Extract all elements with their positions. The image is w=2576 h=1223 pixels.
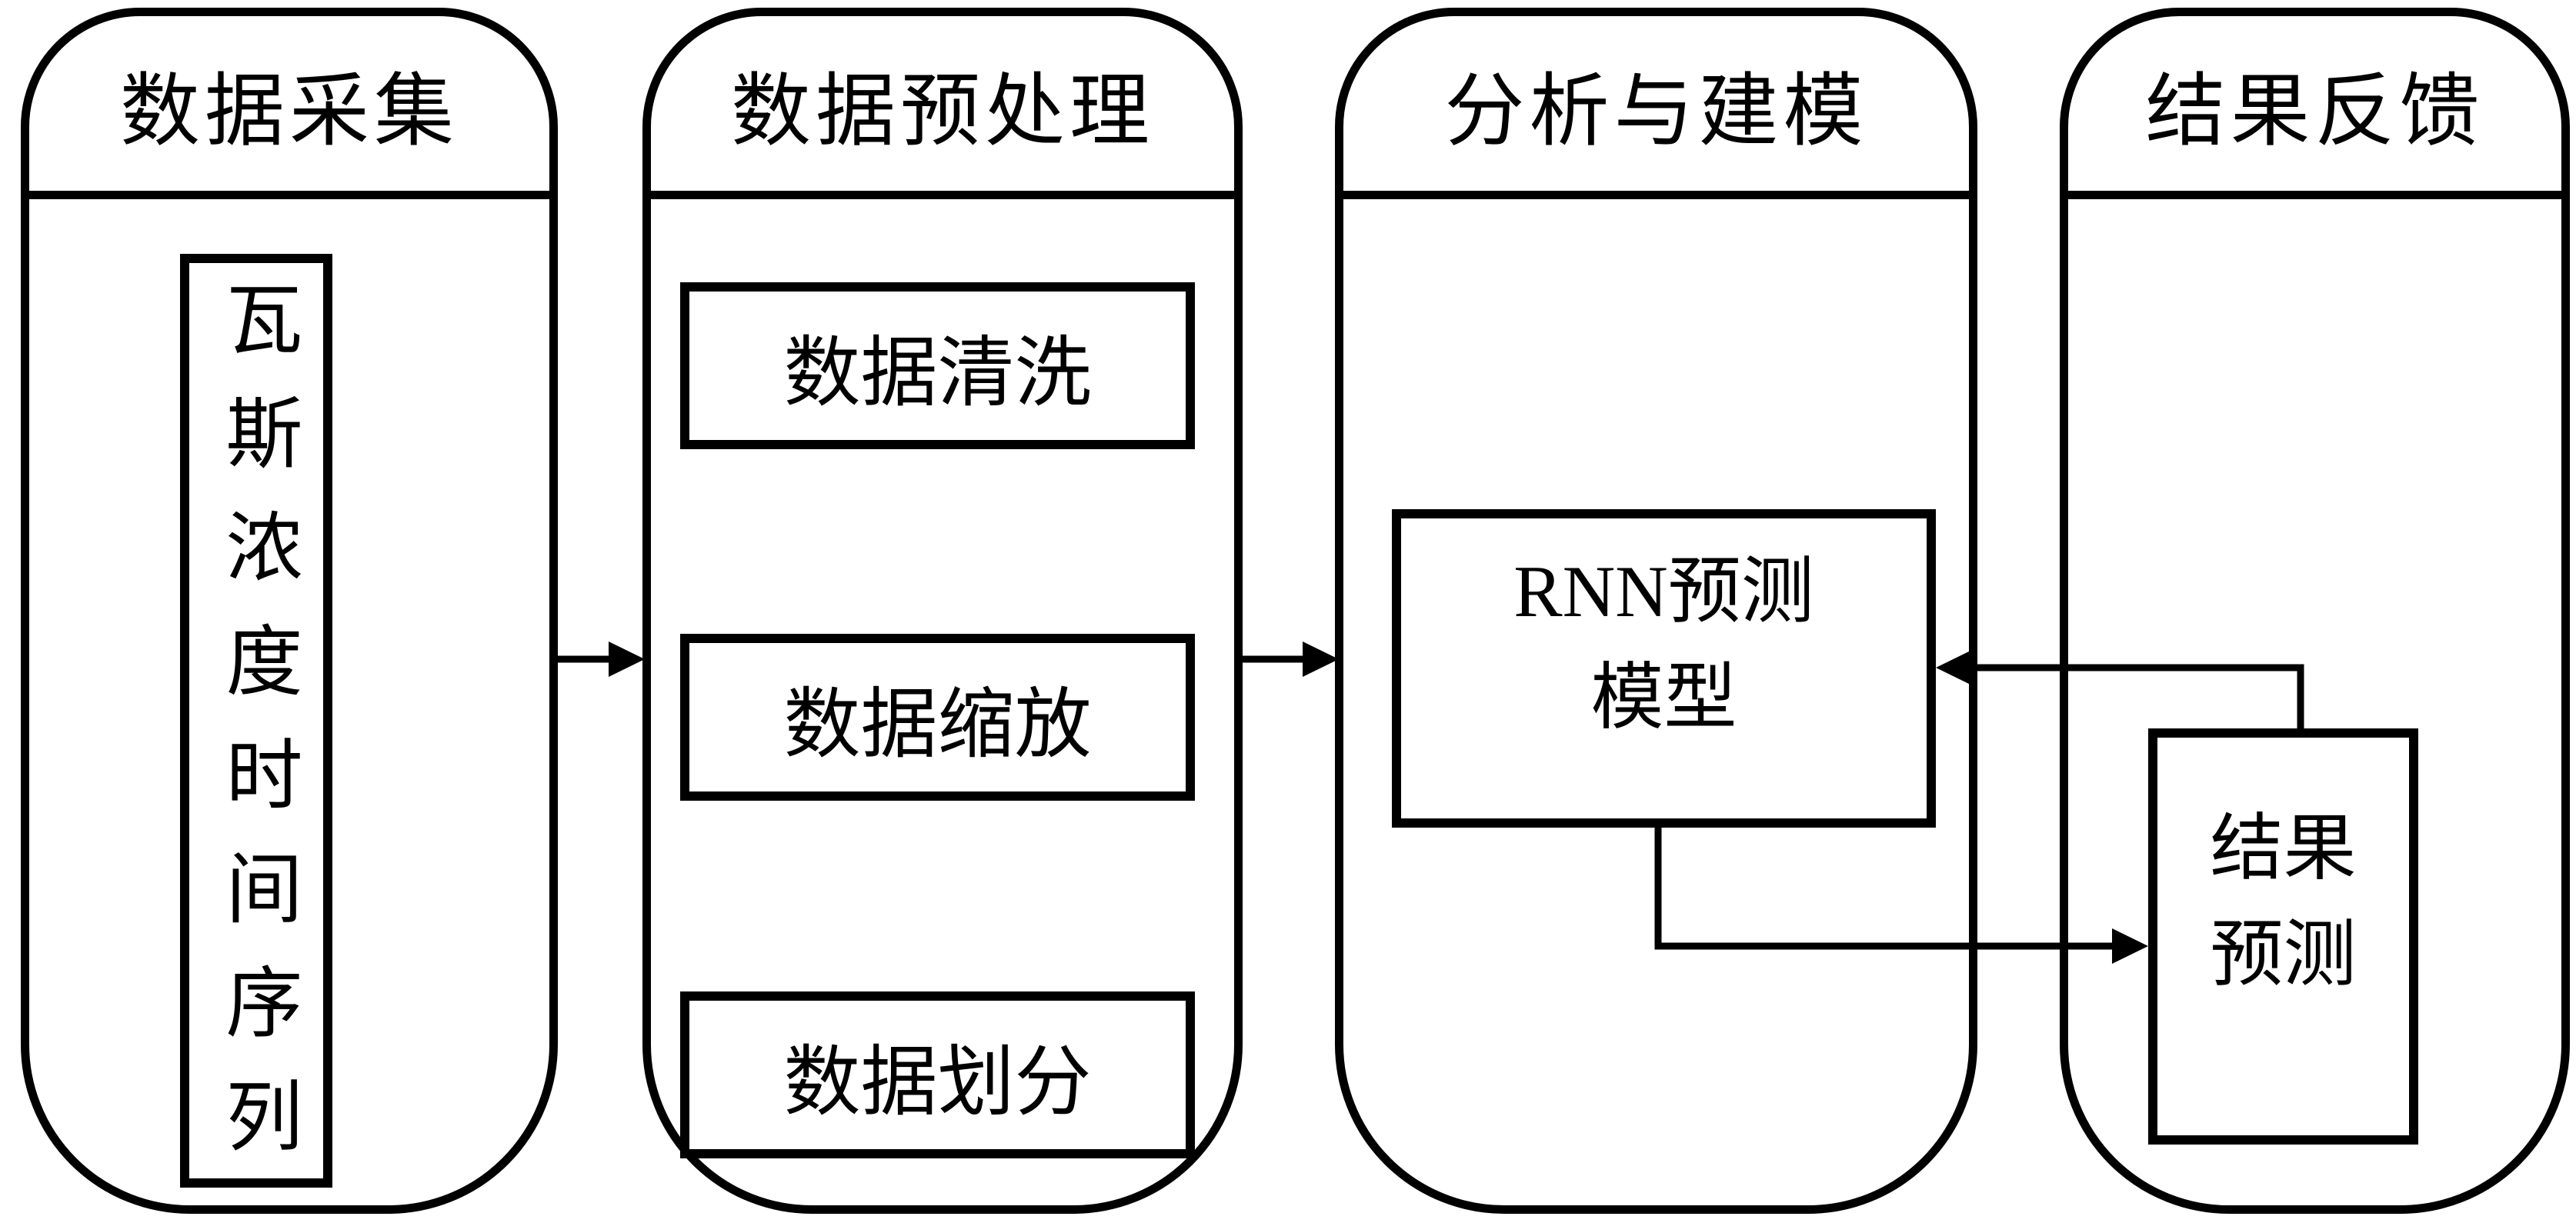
node-gas-concentration-time-series: 瓦斯浓度时间序列 [180, 254, 332, 1190]
stage-panel-analysis-modeling: 分析与建模 [1335, 8, 1977, 1214]
stage-title-data-preprocessing: 数据预处理 [730, 68, 1154, 156]
node-data-scaling-label: 数据缩放 [783, 682, 1092, 768]
stage-title-result-feedback: 结果反馈 [2145, 68, 2484, 156]
stage-title-divider [649, 191, 1236, 199]
node-rnn-label-line1: RNN预测 [1513, 551, 1814, 633]
node-result-prediction: 结果 预测 [2148, 728, 2418, 1145]
stage-title-divider [1342, 191, 1970, 199]
node-data-cleaning: 数据清洗 [680, 282, 1195, 449]
stage-panel-result-feedback: 结果反馈 [2060, 8, 2570, 1214]
arrow-right-icon [1303, 641, 1339, 677]
node-data-scaling: 数据缩放 [680, 634, 1195, 801]
arrow-right-icon [609, 641, 645, 677]
stage-title-analysis-modeling: 分析与建模 [1444, 68, 1868, 156]
node-gas-label: 瓦斯浓度时间序列 [214, 279, 299, 1190]
node-data-splitting-label: 数据划分 [783, 1040, 1092, 1125]
stage-panel-data-collection: 数据采集 [21, 8, 558, 1214]
stage-title-divider [28, 191, 551, 199]
node-rnn-label-line2: 模型 [1590, 657, 1737, 738]
node-result-label-line1: 结果 [2210, 807, 2357, 889]
node-data-cleaning-label: 数据清洗 [783, 331, 1092, 416]
stage-panel-data-preprocessing: 数据预处理 [642, 8, 1243, 1214]
node-data-splitting: 数据划分 [680, 991, 1195, 1158]
node-result-label-line2: 预测 [2210, 913, 2357, 995]
stage-title-divider [2067, 191, 2563, 199]
node-rnn-prediction-model: RNN预测 模型 [1392, 509, 1936, 828]
stage-title-data-collection: 数据采集 [119, 68, 459, 156]
